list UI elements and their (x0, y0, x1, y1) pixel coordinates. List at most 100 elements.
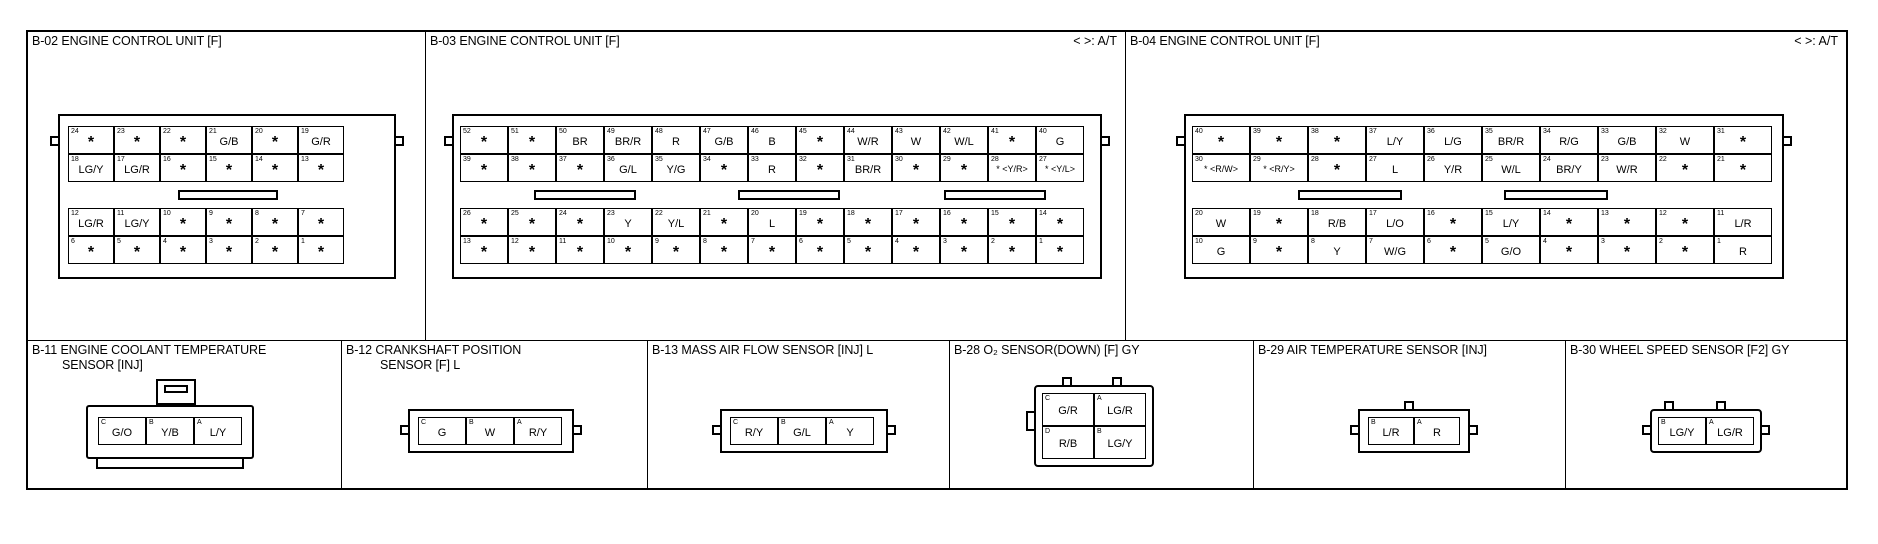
pin-number: 11 (1717, 210, 1725, 217)
pin-number: 34 (703, 156, 711, 163)
pin-number: 40 (1195, 128, 1203, 135)
pin-9: 9* (206, 208, 252, 236)
pin-number: 4 (163, 238, 167, 245)
connector-hood (156, 379, 196, 405)
wire-color: * (576, 216, 584, 233)
pin-number: 21 (209, 128, 217, 135)
connector-key (1504, 190, 1608, 200)
pin-number: 28 (1311, 156, 1319, 163)
pin-number: 29 (943, 156, 951, 163)
pin-16: 16* (1424, 208, 1482, 236)
pin-number: 39 (463, 156, 471, 163)
row-divider (28, 340, 1846, 341)
wire-color: W/L (1501, 163, 1521, 176)
pin-20: 20* (252, 126, 298, 154)
connector-latch (572, 425, 582, 435)
wire-color: W/L (954, 135, 974, 148)
pin-number: A (517, 419, 522, 426)
connector-latch (400, 425, 410, 435)
wire-color: W (1679, 135, 1691, 148)
wire-color: R (672, 135, 680, 148)
pin-15: 15* (206, 154, 252, 182)
wire-color: * (133, 244, 141, 261)
wire-color: G/O (111, 426, 133, 439)
pin-number: 5 (1485, 238, 1489, 245)
pin-6: 6* (796, 236, 844, 264)
wire-color: * (912, 162, 920, 179)
pin-number: 15 (1485, 210, 1493, 217)
pin-number: A (197, 419, 202, 426)
wire-color: * (816, 244, 824, 261)
wire-color: * (271, 162, 279, 179)
pin-number: 5 (847, 238, 851, 245)
wire-color: * (1275, 216, 1283, 233)
pin-number: 11 (117, 210, 125, 217)
pin-number: 3 (209, 238, 213, 245)
wire-color: G/B (219, 135, 239, 148)
panel-title: B-30 WHEEL SPEED SENSOR [F2] GY (1570, 343, 1790, 357)
wire-color: * (1449, 216, 1457, 233)
pin-24: 24* (556, 208, 604, 236)
panel-title: B-03 ENGINE CONTROL UNIT [F] (430, 34, 620, 48)
wire-color: * (271, 134, 279, 151)
pin-9: 9* (1250, 236, 1308, 264)
wire-color: * (528, 134, 536, 151)
pin-number: 18 (71, 156, 79, 163)
wire-color: * (768, 244, 776, 261)
pin-9: 9* (652, 236, 700, 264)
pin-number: 40 (1039, 128, 1047, 135)
connector-latch (1642, 425, 1652, 435)
wire-color: LG/R (1717, 426, 1743, 439)
pin-number: 36 (1427, 128, 1435, 135)
pin-8: 8* (700, 236, 748, 264)
wire-color: Y/R (1443, 163, 1463, 176)
pin-number: 35 (1485, 128, 1493, 135)
connector-latch (1026, 411, 1036, 431)
wire-color: L/R (1382, 426, 1400, 439)
wire-color: * (1217, 134, 1225, 151)
pin-10: 10* (160, 208, 206, 236)
pin-number: 8 (703, 238, 707, 245)
wire-color: * (225, 216, 233, 233)
wire-color: * (720, 162, 728, 179)
pin-number: C (733, 419, 739, 426)
pin-number: 7 (751, 238, 755, 245)
pin-number: 11 (559, 238, 567, 245)
wire-color: W/R (857, 135, 879, 148)
pin-4: 4* (160, 236, 206, 264)
wire-color: R (1739, 245, 1747, 258)
pin-number: B (1371, 419, 1376, 426)
pin-number: 48 (655, 128, 663, 135)
pin-5: 5* (114, 236, 160, 264)
panel-b03: B-03 ENGINE CONTROL UNIT [F] < >: A/T 52… (426, 32, 1126, 340)
pin-13: 13* (298, 154, 344, 182)
wire-color: * (317, 216, 325, 233)
connector-latch (712, 425, 722, 435)
pin-27: 27* <Y/L> (1036, 154, 1084, 182)
pin-number: 2 (1659, 238, 1663, 245)
connector-base (96, 459, 244, 469)
pin-number: 35 (655, 156, 663, 163)
pin-number: 27 (1369, 156, 1377, 163)
